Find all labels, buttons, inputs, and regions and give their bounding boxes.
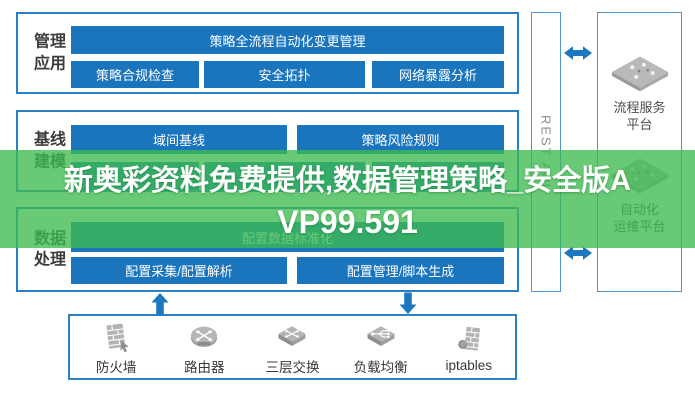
iptables-icon bbox=[457, 326, 480, 351]
device-item: 负载均衡 bbox=[339, 319, 423, 376]
network-exposure-box: 网络暴露分析 bbox=[372, 61, 504, 88]
device-panel: 防火墙 路由器 bbox=[68, 314, 517, 380]
banner-line2: VP99.591 bbox=[277, 204, 418, 240]
config-management-box: 配置管理/脚本生成 bbox=[297, 257, 504, 284]
device-item: iptables bbox=[427, 321, 511, 373]
firewall-icon bbox=[106, 323, 129, 352]
device-item: 防火墙 bbox=[74, 319, 158, 376]
left-right-arrow-icon bbox=[564, 246, 592, 260]
down-arrow-icon bbox=[399, 292, 417, 314]
management-app-label-line2: 应用 bbox=[33, 55, 66, 72]
spam-banner: 新奥彩资料免费提供,数据管理策略_安全版A VP99.591 bbox=[0, 150, 695, 248]
config-collection-box: 配置采集/配置解析 bbox=[71, 257, 287, 284]
device-label: 路由器 bbox=[184, 359, 225, 375]
device-label: iptables bbox=[445, 358, 493, 373]
platform-icon bbox=[611, 56, 668, 92]
management-app-label: 管理 应用 bbox=[24, 31, 76, 74]
management-app-label-line1: 管理 bbox=[33, 33, 66, 51]
policy-compliance-box: 策略合规检查 bbox=[71, 61, 199, 88]
device-label: 负载均衡 bbox=[353, 359, 408, 375]
device-label: 防火墙 bbox=[95, 359, 137, 375]
device-item: 三层交换 bbox=[250, 319, 334, 376]
baseline-modeling-label-line1: 基线 bbox=[33, 131, 66, 149]
policy-automation-bar: 策略全流程自动化变更管理 bbox=[71, 26, 504, 54]
router-icon bbox=[191, 326, 218, 347]
process-service-platform-label: 流程服务 平台 bbox=[598, 100, 681, 134]
left-right-arrow-icon bbox=[564, 46, 592, 60]
process-service-platform-label-line2: 平台 bbox=[626, 116, 653, 132]
security-topology-box: 安全拓扑 bbox=[204, 61, 365, 88]
process-service-platform-label-line1: 流程服务 bbox=[613, 100, 666, 115]
up-arrow-icon bbox=[151, 293, 169, 315]
load-balancer-icon bbox=[367, 325, 395, 346]
domain-baseline-box: 域间基线 bbox=[71, 125, 287, 154]
policy-risk-box: 策略风险规则 bbox=[297, 125, 504, 154]
switch-icon bbox=[278, 325, 306, 346]
device-label: 三层交换 bbox=[265, 359, 320, 375]
process-service-platform: 流程服务 平台 bbox=[598, 53, 681, 134]
banner-line1: 新奥彩资料免费提供,数据管理策略_安全版A bbox=[63, 165, 632, 197]
data-processing-label-line2: 处理 bbox=[33, 251, 66, 269]
device-item: 路由器 bbox=[162, 319, 246, 376]
management-app-section: 管理 应用 策略全流程自动化变更管理 策略合规检查 安全拓扑 网络暴露分析 bbox=[16, 12, 519, 94]
